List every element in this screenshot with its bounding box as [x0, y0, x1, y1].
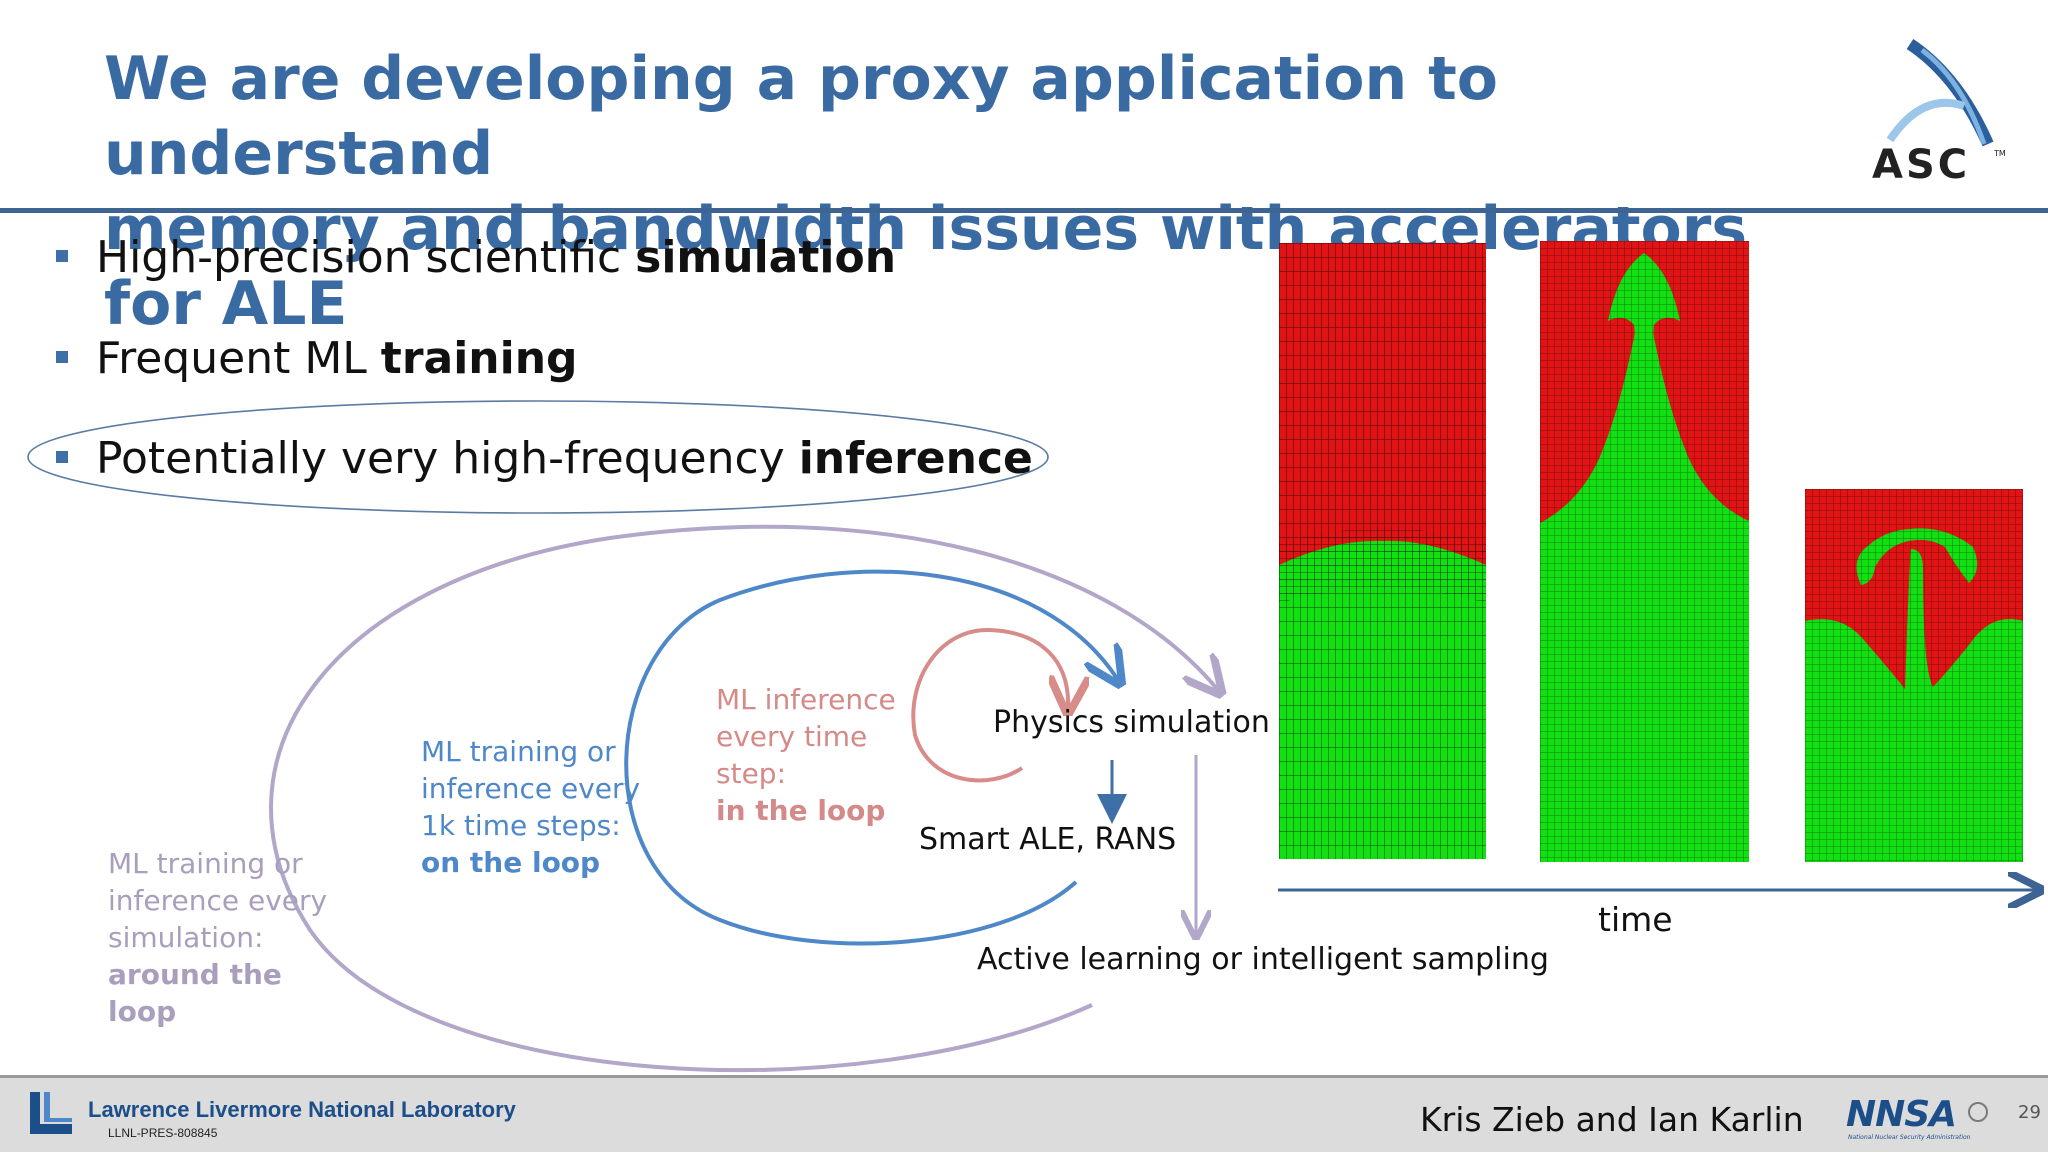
svg-text:TM: TM — [1993, 149, 2006, 158]
authors: Kris Zieb and Ian Karlin — [1420, 1100, 1804, 1139]
bullet-square-icon — [56, 351, 68, 363]
on-loop-label: ML training or inference every 1k time s… — [421, 735, 641, 879]
bullet-square-icon — [56, 451, 68, 463]
physics-simulation-node: Physics simulation — [993, 705, 1270, 740]
time-axis-label: time — [1598, 900, 1673, 939]
simulation-snapshot-early — [1279, 243, 1486, 859]
footer-divider — [0, 1075, 2048, 1078]
bullet-simulation: High-precision scientific simulation — [56, 232, 896, 283]
smart-ale-node: Smart ALE, RANS — [919, 822, 1177, 857]
in-loop-label: ML inference every time step: in the loo… — [716, 683, 896, 827]
llnl-name: Lawrence Livermore National Laboratory — [88, 1097, 516, 1122]
around-loop-label: ML training or inference every simulatio… — [108, 847, 328, 1028]
page-number: 29 — [2018, 1102, 2041, 1123]
title-line-1: We are developing a proxy application to… — [104, 44, 1498, 189]
presentation-code: LLNL-PRES-808845 — [108, 1126, 218, 1140]
footer-bar — [0, 1075, 2048, 1152]
bullet-training: Frequent ML training — [56, 333, 578, 384]
asc-logo-text: ASC — [1872, 142, 1970, 186]
asc-logo: ASC TM — [1872, 39, 2006, 186]
simulation-snapshot-late — [1805, 489, 2023, 862]
nnsa-logo: NNSA National Nuclear Security Administr… — [1846, 1094, 1988, 1141]
title-divider — [0, 208, 2048, 213]
nnsa-logo-text: NNSA — [1846, 1094, 1956, 1135]
active-learning-node: Active learning or intelligent sampling — [977, 942, 1549, 977]
llnl-logo-icon — [30, 1092, 72, 1134]
simulation-snapshot-middle — [1540, 241, 1749, 862]
nnsa-subtitle: National Nuclear Security Administration — [1848, 1134, 1971, 1141]
bullet-square-icon — [56, 250, 68, 262]
bullet-inference: Potentially very high-frequency inferenc… — [56, 433, 1033, 484]
